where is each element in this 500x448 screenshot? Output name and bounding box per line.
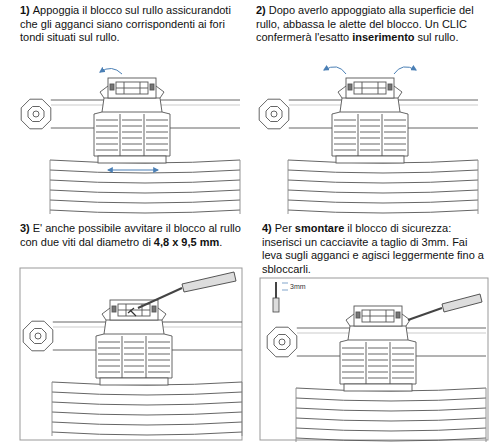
body-text: sul rullo. [418,31,459,43]
body-text: . [219,236,222,248]
bold-text: 2) [256,4,266,16]
dimension-label: 3mm [290,283,306,291]
bold-text: 4) [262,222,272,234]
bold-text: inserimento [352,31,414,43]
instruction-text: 3)E' anche possibile avvitare il blocco … [20,222,242,249]
body-text: Per [275,222,292,234]
instruction-text: 2)Dopo averlo appoggiato alla superficie… [256,4,490,45]
bold-text: 1) [20,4,30,16]
bold-text: smontare [295,222,345,234]
instruction-text: 1)Appoggia il blocco sul rullo assicuran… [20,4,242,45]
bold-text: 3) [20,222,30,234]
instruction-text: 4)Persmontareil blocco di sicurezza: ins… [262,222,490,276]
bold-text: 4,8 x 9,5 mm [154,236,219,248]
body-text: Appoggia il blocco sul rullo assicurando… [20,4,231,43]
